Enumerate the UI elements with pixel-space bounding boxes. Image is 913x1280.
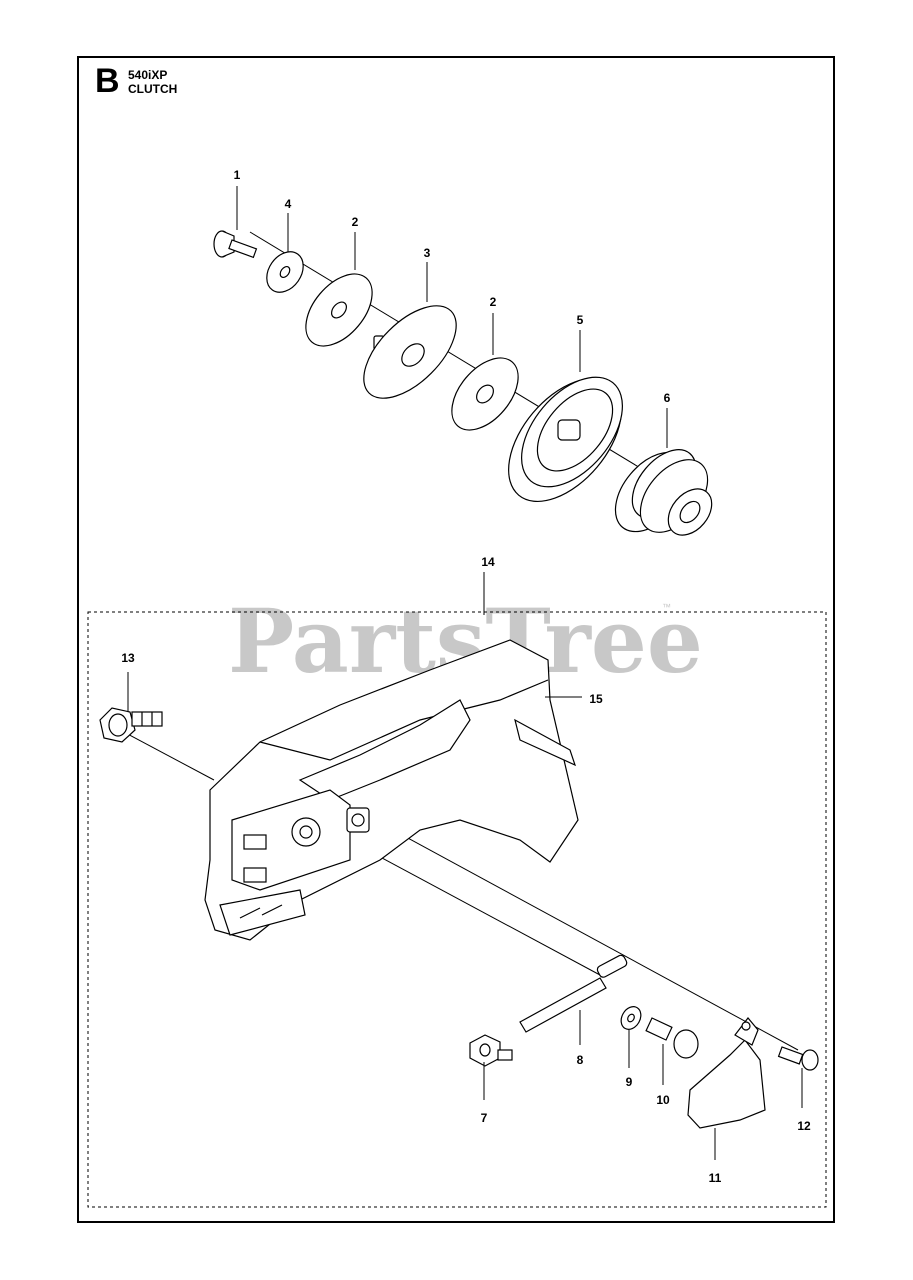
part-7-adjuster-nut[interactable]: [469, 1034, 513, 1067]
part-9-washer[interactable]: [617, 1003, 645, 1033]
part-5-clutch-drum[interactable]: [487, 358, 644, 522]
assembly-group-box: [87, 611, 827, 1208]
part-12-screw[interactable]: [777, 1046, 819, 1071]
callout-4[interactable]: 4: [285, 197, 292, 211]
callout-5[interactable]: 5: [577, 313, 584, 327]
model-name: 540iXP: [128, 68, 168, 82]
part-11-chain-catcher[interactable]: [687, 1017, 766, 1129]
callout-7[interactable]: 7: [481, 1111, 488, 1125]
callout-2-lower[interactable]: 2: [490, 295, 497, 309]
section-title: 540iXP CLUTCH: [128, 68, 177, 96]
callout-12[interactable]: 12: [797, 1119, 811, 1133]
callout-9[interactable]: 9: [626, 1075, 633, 1089]
part-1-bolt[interactable]: [213, 230, 258, 259]
callout-15[interactable]: 15: [589, 692, 603, 706]
diagram-frame: [77, 56, 835, 1223]
callout-6[interactable]: 6: [664, 391, 671, 405]
part-13-nut[interactable]: [99, 707, 163, 743]
callout-13[interactable]: 13: [121, 651, 135, 665]
callout-leaders-upper: [236, 186, 668, 448]
callout-10[interactable]: 10: [656, 1093, 670, 1107]
part-2-washer-upper[interactable]: [293, 262, 385, 358]
watermark-trademark: ™: [662, 602, 671, 612]
clutch-axis-line: [249, 231, 681, 493]
callout-1[interactable]: 1: [234, 168, 241, 182]
part-10-guide-pin[interactable]: [645, 1017, 699, 1059]
part-14-clutch-cover[interactable]: [204, 639, 579, 941]
callout-14[interactable]: 14: [481, 555, 495, 569]
part-2-washer-lower[interactable]: [439, 346, 531, 442]
cover-axis-lines: [119, 729, 799, 1051]
callout-2-upper[interactable]: 2: [352, 215, 359, 229]
part-8-tensioner-screw[interactable]: [519, 954, 628, 1033]
callout-11[interactable]: 11: [709, 1171, 722, 1185]
section-letter: B: [95, 62, 120, 100]
callout-8[interactable]: 8: [577, 1053, 584, 1067]
callout-3[interactable]: 3: [424, 246, 431, 260]
diagram-title: CLUTCH: [128, 82, 178, 96]
callout-leaders-lower: [127, 572, 803, 1160]
part-3-clutch-plate[interactable]: [348, 290, 472, 414]
part-6-clutch-hub[interactable]: [601, 438, 721, 545]
part-15-stud[interactable]: [346, 807, 370, 833]
part-4-washer[interactable]: [259, 245, 310, 299]
